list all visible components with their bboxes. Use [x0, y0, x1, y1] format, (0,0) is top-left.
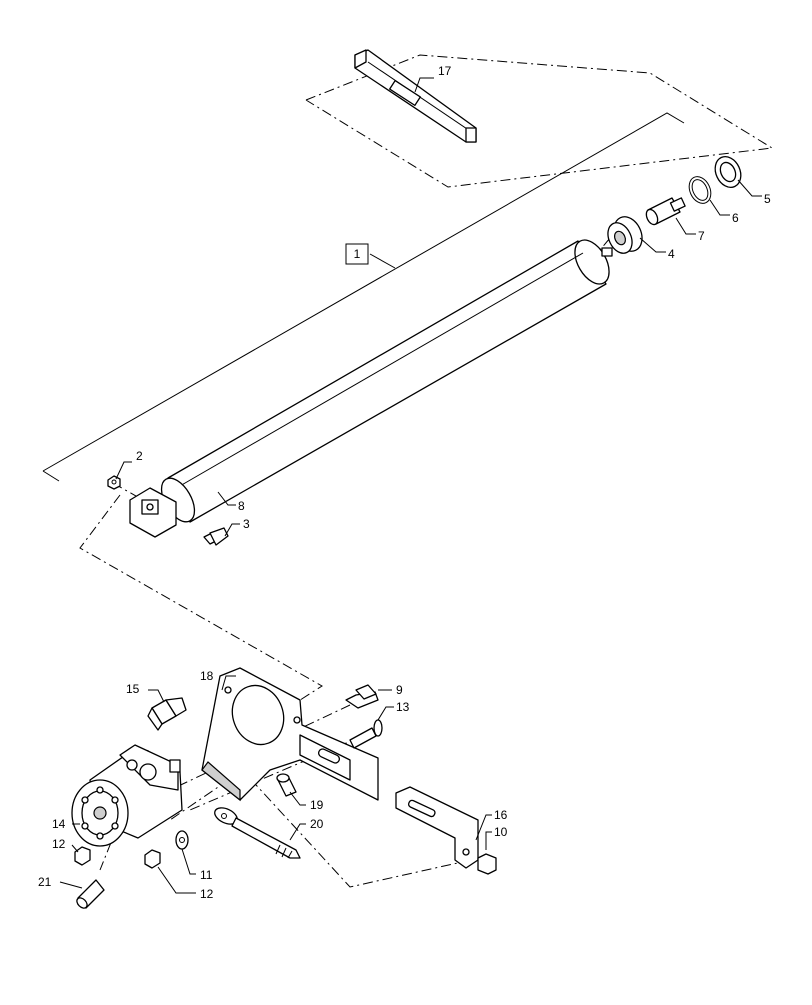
callout-6: 6 — [732, 211, 739, 225]
centerline-shaft — [169, 756, 263, 821]
scraper-bar — [354, 49, 477, 143]
callout-19: 19 — [310, 798, 324, 812]
callout-15: 15 — [126, 682, 140, 696]
nut-10 — [477, 853, 497, 875]
set-screw — [76, 879, 105, 909]
phantom-outline-top — [305, 54, 774, 188]
bearing — [607, 216, 643, 254]
assembly-bracket-tick — [42, 470, 60, 482]
nut-left — [74, 846, 91, 866]
adjuster-plate — [395, 786, 479, 869]
callout-16: 16 — [494, 808, 508, 822]
roller-end-cap — [129, 487, 177, 538]
phantom-outline-bottom — [209, 734, 481, 888]
callout-21: 21 — [38, 875, 52, 889]
nut-right — [144, 849, 161, 869]
elbow-fitting — [147, 697, 187, 731]
callout-13: 13 — [396, 700, 410, 714]
callout-18: 18 — [200, 669, 214, 683]
assembly-callout-box — [345, 243, 369, 265]
assembly-callout-label: 1 — [354, 247, 361, 261]
callout-12-left: 12 — [52, 837, 66, 851]
callout-4: 4 — [668, 247, 675, 261]
spacer — [276, 773, 297, 797]
callout-2: 2 — [136, 449, 143, 463]
callout-14: 14 — [52, 817, 66, 831]
bolt-9 — [345, 684, 379, 709]
callout-10: 10 — [494, 825, 508, 839]
washer-top — [714, 155, 742, 189]
callout-5: 5 — [764, 192, 771, 206]
callout-11: 11 — [200, 868, 213, 882]
centerline-bolt-13 — [189, 734, 366, 811]
cap-screw — [203, 527, 229, 546]
callout-12-right: 12 — [200, 887, 214, 901]
phantom-outline-middle — [79, 494, 323, 746]
callout-17: 17 — [438, 64, 452, 78]
assembly-bracket-line — [42, 112, 685, 472]
callout-3: 3 — [243, 517, 250, 531]
nut-small — [107, 475, 121, 490]
callout-20: 20 — [310, 817, 324, 831]
bolt-13 — [349, 719, 383, 749]
callout-8: 8 — [238, 499, 245, 513]
centerline-bolt — [169, 704, 351, 791]
hydraulic-motor — [71, 744, 183, 847]
eye-bolt — [214, 807, 301, 859]
callout-7: 7 — [698, 229, 705, 243]
motor-mount-bracket — [201, 667, 379, 802]
roller — [160, 239, 613, 523]
snap-ring — [688, 176, 712, 204]
stub-shaft — [645, 197, 686, 226]
washer-small — [175, 830, 189, 850]
callout-9: 9 — [396, 683, 403, 697]
